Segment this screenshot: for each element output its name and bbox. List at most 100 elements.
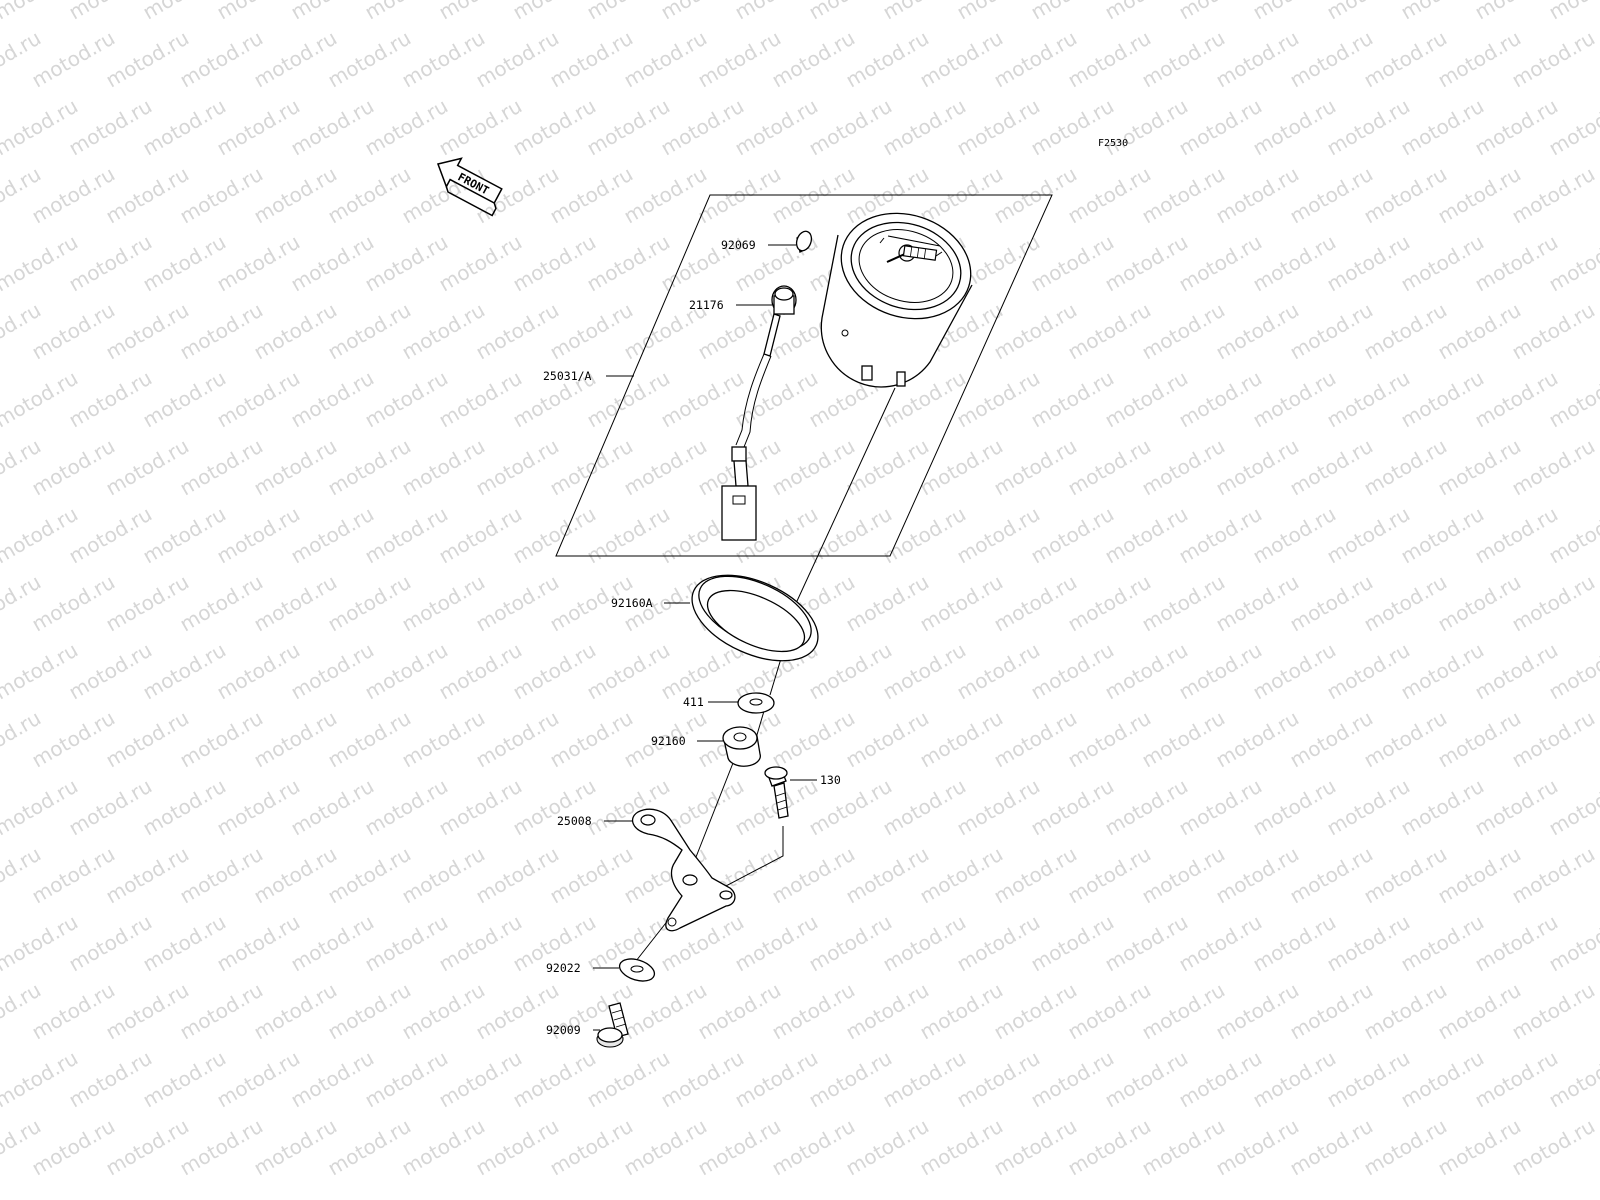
watermark-text: motod.ru [842, 978, 933, 1045]
watermark-text: motod.ru [620, 162, 711, 229]
watermark-text: motod.ru [1064, 842, 1155, 909]
watermark-text: motod.ru [657, 1046, 748, 1113]
watermark-text: motod.ru [842, 26, 933, 93]
watermark-text: motod.ru [1249, 502, 1340, 569]
watermark-text: motod.ru [250, 1114, 341, 1181]
collar-part [737, 692, 775, 714]
watermark-text: motod.ru [805, 1046, 896, 1113]
watermark-text: motod.ru [842, 1114, 933, 1181]
watermark-text: motod.ru [1434, 570, 1525, 637]
assembly-frame [555, 194, 1053, 557]
watermark-text: motod.ru [1434, 434, 1525, 501]
grommet-ring-part [691, 574, 819, 662]
watermark-text: motod.ru [1286, 570, 1377, 637]
watermark-text: motod.ru [1508, 26, 1599, 93]
part-label-92022: 92022 [546, 961, 581, 975]
watermark-text: motod.ru [472, 434, 563, 501]
watermark-text: motod.ru [1471, 638, 1562, 705]
watermark-text: motod.ru [768, 706, 859, 773]
watermark-text: motod.ru [1101, 638, 1192, 705]
watermark-text: motod.ru [1360, 298, 1451, 365]
watermark-text: motod.ru [139, 774, 230, 841]
watermark-text: motod.ru [1212, 978, 1303, 1045]
watermark-text: motod.ru [435, 1046, 526, 1113]
watermark-text: motod.ru [1064, 162, 1155, 229]
watermark-text: motod.ru [842, 570, 933, 637]
watermark-text: motod.ru [1397, 366, 1488, 433]
watermark-text: motod.ru [1027, 638, 1118, 705]
watermark-text: motod.ru [65, 230, 156, 297]
watermark-text: motod.ru [1471, 502, 1562, 569]
watermark-text: motod.ru [398, 1114, 489, 1181]
watermark-text: motod.ru [768, 978, 859, 1045]
watermark-text: motod.ru [805, 502, 896, 569]
watermark-text: motod.ru [361, 638, 452, 705]
watermark-text: motod.ru [435, 94, 526, 161]
watermark-text: motod.ru [1508, 434, 1599, 501]
watermark-text: motod.ru [583, 94, 674, 161]
watermark-text: motod.ru [1027, 502, 1118, 569]
watermark-text: motod.ru [1027, 94, 1118, 161]
watermark-text: motod.ru [953, 1046, 1044, 1113]
watermark-text: motod.ru [583, 1046, 674, 1113]
watermark-text: motod.ru [398, 978, 489, 1045]
watermark-text: motod.ru [176, 434, 267, 501]
watermark-text: motod.ru [1138, 1114, 1229, 1181]
watermark-text: motod.ru [916, 978, 1007, 1045]
watermark-text: motod.ru [953, 94, 1044, 161]
watermark-text: motod.ru [1175, 94, 1266, 161]
watermark-text: motod.ru [102, 1114, 193, 1181]
watermark-text: motod.ru [1175, 638, 1266, 705]
watermark-text: motod.ru [879, 502, 970, 569]
watermark-text: motod.ru [139, 366, 230, 433]
watermark-text: motod.ru [1249, 230, 1340, 297]
part-label-130: 130 [820, 773, 841, 787]
watermark-text: motod.ru [139, 94, 230, 161]
watermark-text: motod.ru [213, 910, 304, 977]
part-label-25008: 25008 [557, 814, 592, 828]
watermark-text: motod.ru [1138, 162, 1229, 229]
watermark-text: motod.ru [1249, 1046, 1340, 1113]
watermark-text: motod.ru [176, 162, 267, 229]
watermark-text: motod.ru [213, 1046, 304, 1113]
watermark-text: motod.ru [1508, 978, 1599, 1045]
watermark-text: motod.ru [1286, 1114, 1377, 1181]
watermark-text: motod.ru [731, 1046, 822, 1113]
watermark-text: motod.ru [1360, 978, 1451, 1045]
watermark-text: motod.ru [398, 298, 489, 365]
damper-part [722, 726, 761, 767]
watermark-text: motod.ru [1101, 774, 1192, 841]
watermark-text: motod.ru [472, 1114, 563, 1181]
watermark-text: motod.ru [1064, 1114, 1155, 1181]
watermark-text: motod.ru [28, 434, 119, 501]
watermark-text: motod.ru [990, 978, 1081, 1045]
watermark-text: motod.ru [1138, 706, 1229, 773]
watermark-text: motod.ru [1175, 366, 1266, 433]
watermark-text: motod.ru [102, 706, 193, 773]
watermark-text: motod.ru [1286, 706, 1377, 773]
watermark-text: motod.ru [1471, 230, 1562, 297]
watermark-text: motod.ru [1138, 978, 1229, 1045]
watermark-text: motod.ru [1360, 434, 1451, 501]
watermark-text: motod.ru [361, 1046, 452, 1113]
part-label-21176: 21176 [689, 298, 724, 312]
watermark-text: motod.ru [1175, 230, 1266, 297]
watermark-text: motod.ru [1212, 706, 1303, 773]
watermark-text: motod.ru [1064, 978, 1155, 1045]
watermark-text: motod.ru [472, 298, 563, 365]
watermark-text: motod.ru [1397, 774, 1488, 841]
watermark-text: motod.ru [1138, 434, 1229, 501]
watermark-text: motod.ru [1323, 502, 1414, 569]
watermark-text: motod.ru [287, 910, 378, 977]
watermark-text: motod.ru [990, 298, 1081, 365]
watermark-text: motod.ru [916, 1114, 1007, 1181]
watermark-text: motod.ru [435, 230, 526, 297]
watermark-text: motod.ru [1212, 842, 1303, 909]
watermark-text: motod.ru [1360, 26, 1451, 93]
watermark-text: motod.ru [65, 94, 156, 161]
watermark-text: motod.ru [1508, 1114, 1599, 1181]
watermark-text: motod.ru [1212, 162, 1303, 229]
watermark-text: motod.ru [324, 978, 415, 1045]
watermark-text: motod.ru [1175, 502, 1266, 569]
